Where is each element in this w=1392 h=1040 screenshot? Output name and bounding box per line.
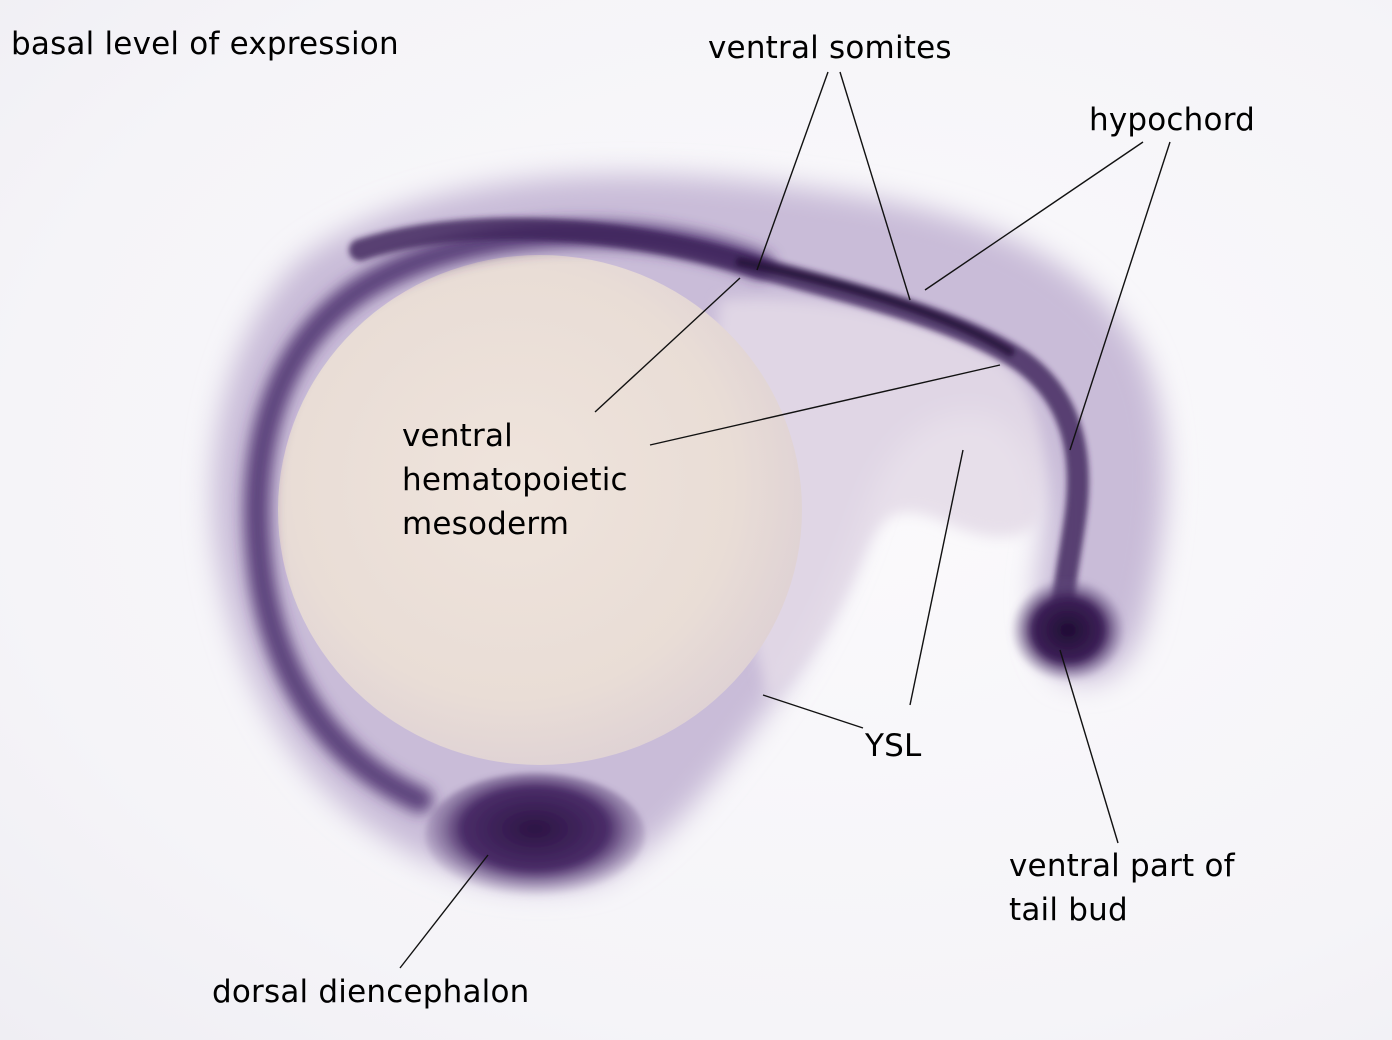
- leader-lines: [399, 71, 1171, 969]
- somite-stripe: [349, 217, 1089, 631]
- label-tailbud-line-2: tail bud: [1009, 892, 1128, 928]
- leader-somites-2: [839, 71, 911, 301]
- leader-diencephalon: [399, 854, 489, 969]
- label-vhm-line-3: mesoderm: [402, 506, 570, 542]
- leader-ysl-1: [909, 449, 964, 706]
- leader-vhm-1: [594, 277, 741, 413]
- label-hypochord: hypochord: [1089, 102, 1255, 138]
- label-ventral-tail-bud: ventral part of tail bud: [1009, 844, 1235, 932]
- yolk: [278, 255, 802, 765]
- trunk-tissue: [700, 298, 1044, 700]
- label-basal-level: basal level of expression: [11, 26, 399, 62]
- label-dorsal-diencephalon: dorsal diencephalon: [212, 974, 530, 1010]
- leader-somites-1: [756, 71, 829, 271]
- leader-ysl-2: [762, 694, 864, 729]
- label-ventral-somites: ventral somites: [708, 30, 952, 66]
- label-vhm-line-1: ventral: [402, 418, 513, 454]
- leader-tailbud: [1059, 649, 1119, 844]
- label-ysl: YSL: [865, 728, 922, 764]
- label-ventral-hematopoietic-mesoderm: ventral hematopoietic mesoderm: [402, 414, 628, 546]
- label-vhm-line-2: hematopoietic: [402, 462, 628, 498]
- diencephalon-stain: [425, 773, 645, 897]
- tail-bud-stain: [1010, 578, 1126, 682]
- leader-hypochord-2: [1069, 141, 1171, 451]
- leader-vhm-2: [649, 364, 1001, 446]
- leader-hypochord-1: [924, 141, 1144, 291]
- label-tailbud-line-1: ventral part of: [1009, 848, 1235, 884]
